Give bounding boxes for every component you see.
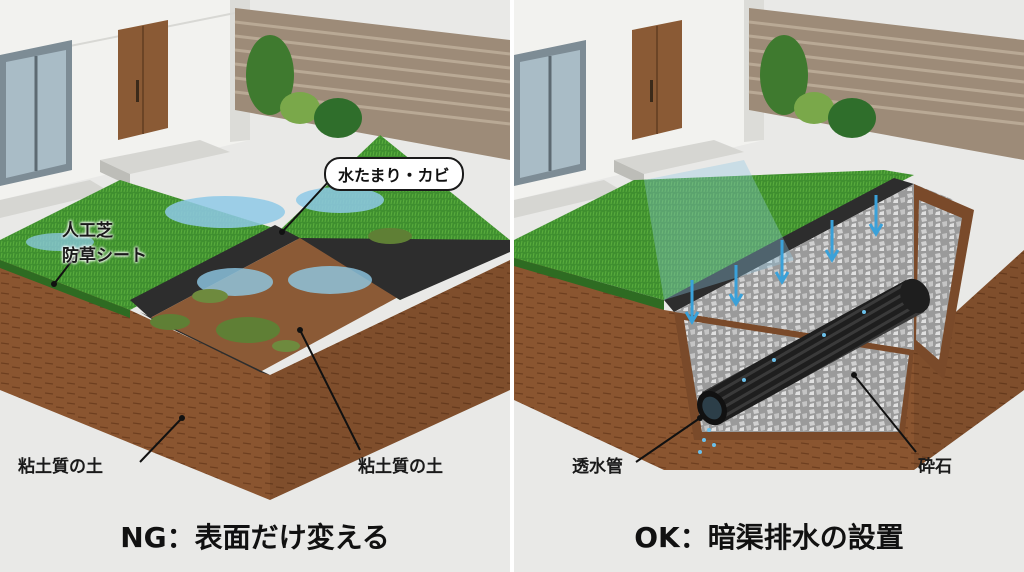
house-door [632,20,682,140]
mold-patches [150,228,412,352]
shrubs [246,35,362,138]
ng-caption: NG：表面だけ変える [120,521,390,554]
step-slabs [0,140,230,218]
puddle-leader-line [281,179,331,233]
artificial-turf [514,170,914,310]
pipe-leader-line [635,417,701,463]
turf-label: 人工芝 防草シート [62,216,147,266]
clay-soil-label-right: 粘土質の土 [358,457,443,477]
turf-label-line1: 人工芝 [62,221,113,241]
clay-soil-block [0,250,510,500]
gravel-leader-line [853,374,917,453]
puddle-mold-callout: 水たまり・カビ [324,157,464,191]
crushed-stone-label: 砕石 [918,457,952,477]
turf-label-line2: 防草シート [62,246,147,266]
ok-panel: 透水管 砕石 OK：暗渠排水の設置 [514,0,1024,572]
house-window [514,40,586,186]
panel-divider [510,0,514,572]
ok-illustration [514,0,1024,572]
house-window [0,40,72,186]
soil-leader-right [299,329,361,451]
ng-panel: 水たまり・カビ 人工芝 防草シート 粘土質の土 粘土質の土 NG：表面だけ変える [0,0,510,572]
soil-leader-left [139,417,183,463]
turf-leader-line [53,249,81,285]
weed-sheet-edge [664,178,914,312]
perforated-pipe [697,278,930,426]
house-door [118,20,168,140]
clay-soil-label-left: 粘土質の土 [18,457,103,477]
water-flow [644,160,884,454]
step-slabs [514,140,744,218]
shrubs [760,35,876,138]
perforated-pipe-label: 透水管 [572,457,623,477]
ok-caption: OK：暗渠排水の設置 [634,521,904,554]
ng-illustration [0,0,510,572]
